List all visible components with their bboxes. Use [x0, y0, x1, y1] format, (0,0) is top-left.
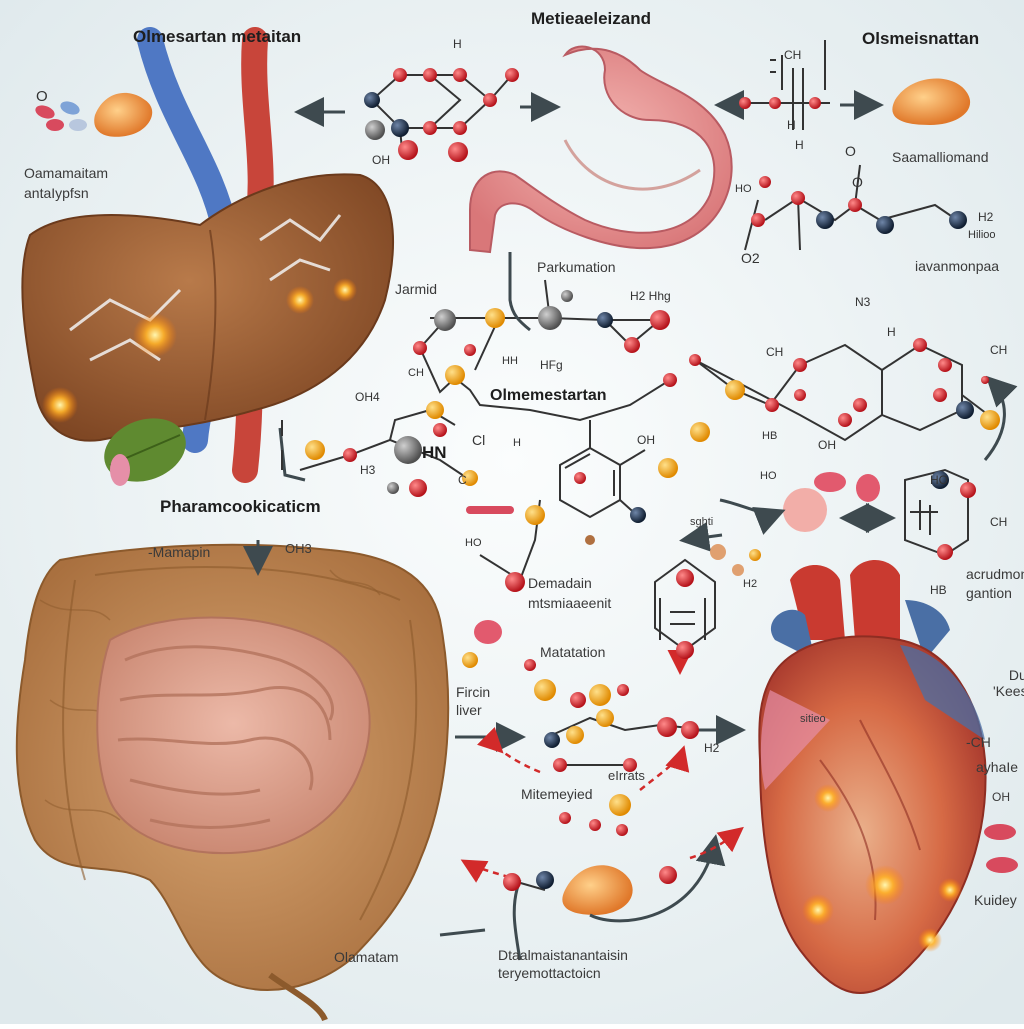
- atom-c: C: [458, 473, 467, 487]
- atom-h-small: H: [513, 437, 521, 449]
- label-sight: sghti: [690, 516, 714, 528]
- label-ch: -CH: [966, 734, 991, 750]
- small-intestine: [96, 616, 371, 854]
- atom-hh: HH: [502, 355, 518, 367]
- label-olmesartan-title-right: Olsmeisnattan: [862, 29, 980, 48]
- atom-o-right2: O: [852, 174, 863, 190]
- label-stomach-process: Parkumation: [537, 259, 616, 275]
- label-right-gantion: acrudmon gantion: [966, 566, 1024, 601]
- label-bottom-center: Dtaalmaistanantaisin teryemottactoicn: [498, 947, 628, 981]
- atom-hb2: HB: [930, 583, 947, 597]
- atom-hfg: HFg: [540, 358, 563, 372]
- label-demand: Demadain mtsmiaaeenit: [528, 575, 612, 611]
- atom-ho-bottom-left: HO: [465, 537, 482, 549]
- label-oh3: OH3: [285, 541, 312, 556]
- atom-h-mid: H: [887, 325, 896, 339]
- atom-ho-small: HO: [760, 470, 777, 482]
- label-right-mid: iavanmonpaa: [915, 258, 1000, 274]
- reaction-brackets: [281, 40, 938, 640]
- atom-cl: Cl: [472, 432, 486, 448]
- atom-h-top: H: [453, 37, 462, 51]
- atom-h2: H2: [743, 578, 758, 590]
- atom-hb: HB: [762, 430, 778, 442]
- atom-ho-right: HO: [930, 473, 948, 487]
- atom-h2-right: H2: [978, 210, 994, 224]
- label-pharmacokinetics: Pharamcookicaticm: [160, 497, 321, 516]
- label-mamapin: -Mamapin: [148, 544, 211, 560]
- atom-hn: HN: [422, 443, 447, 462]
- atom-ch-right: CH: [990, 515, 1008, 529]
- atom-ho: HO: [735, 183, 752, 195]
- label-right-upper: Saamalliomand: [892, 149, 989, 165]
- atom-n3: N3: [855, 295, 871, 309]
- atom-o-top-left: O: [36, 88, 48, 105]
- label-bottom-left: Olamatam: [334, 949, 399, 965]
- label-metabolized-title: Metieaeleizand: [531, 9, 651, 28]
- atom-h-ng: H2 Hhg: [630, 289, 671, 303]
- flow-arrows: [243, 90, 1018, 961]
- drug-particles: [94, 78, 971, 915]
- atom-ch-top-right: CH: [784, 48, 802, 62]
- pills: [35, 101, 1018, 873]
- atom-o2: O2: [741, 250, 760, 266]
- atom-ch-far: CH: [990, 343, 1008, 357]
- label-metemeyied: Mitemeyied: [521, 786, 593, 802]
- atom-oh-mid: OH: [818, 438, 836, 452]
- atom-oh4: OH4: [355, 390, 380, 404]
- atom-ch-left: CH: [408, 367, 424, 379]
- atom-h3: H3: [360, 463, 376, 477]
- atom-h-right2: H: [795, 138, 804, 152]
- label-oh-right: OH: [992, 790, 1010, 804]
- liver: [21, 173, 394, 486]
- atom-hiloo: Hilioo: [968, 229, 996, 241]
- molecule-atoms: [305, 68, 1000, 891]
- label-eiirrats: eIrrats: [608, 768, 645, 783]
- label-heart-small: sitieo: [800, 713, 826, 725]
- atom-h-right1: H: [787, 118, 796, 132]
- atom-oh-center: OH: [637, 433, 655, 447]
- label-center-top: Jarmid: [395, 281, 438, 297]
- label-dur: Dur 'Keest: [993, 667, 1024, 699]
- label-first-liver: Fircin liver: [456, 684, 491, 718]
- atom-oh-top: OH: [372, 153, 390, 167]
- label-olmesartan-center: Olmemestartan: [490, 387, 607, 404]
- label-left-upper: Oamamaitam antaIypfsn: [24, 165, 109, 201]
- atom-ch-mid: CH: [766, 345, 784, 359]
- label-ayhale: ayhaIe: [976, 759, 1019, 775]
- label-olmesartan-metabolism-title: Olmesartan metaitan: [133, 27, 302, 46]
- label-maturation: Matatation: [540, 644, 606, 660]
- stomach: [469, 45, 733, 254]
- heart: [758, 560, 987, 994]
- atom-o-right: O: [845, 143, 856, 159]
- atom-h2-right-small: H2: [704, 741, 720, 755]
- label-kidney: Kuidey: [974, 892, 1017, 908]
